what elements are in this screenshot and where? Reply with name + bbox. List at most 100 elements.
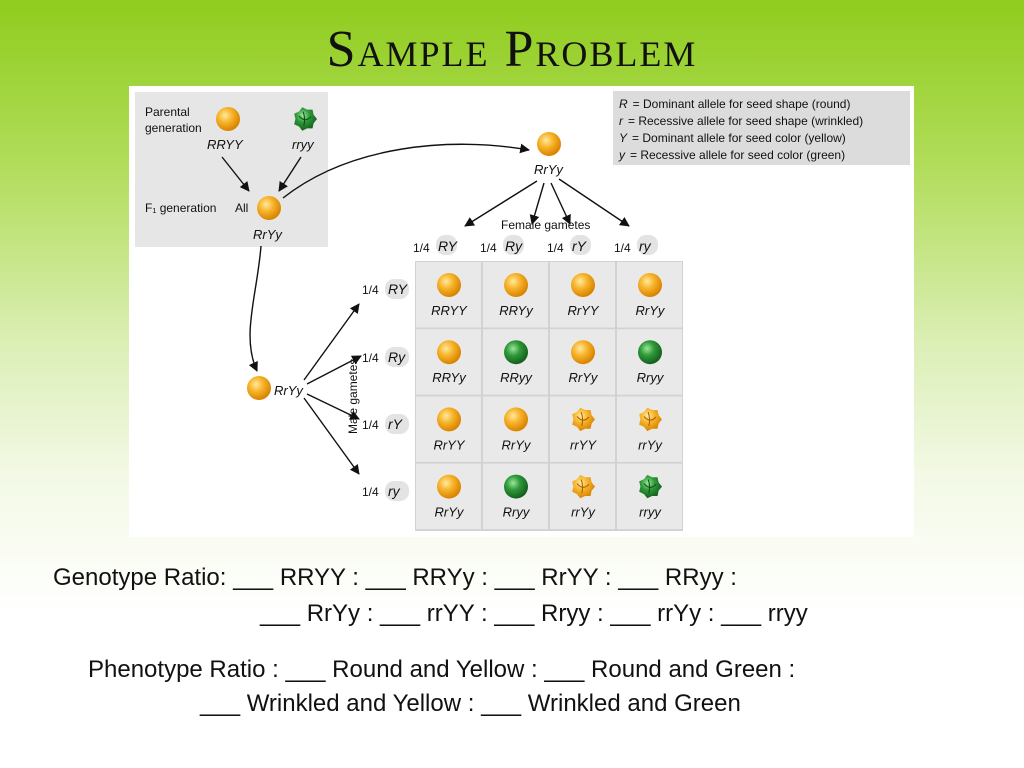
arrow-female-gamete-3 <box>550 182 571 225</box>
punnett-genotype: rrYy <box>571 505 596 520</box>
f1-all-label: All <box>235 201 248 215</box>
arrow-female-gamete-2 <box>529 182 545 225</box>
punnett-genotype: rrYy <box>638 437 663 452</box>
parental-label-line1: Parental <box>145 105 190 119</box>
key-row: r = Recessive allele for seed shape (wrin… <box>619 114 863 128</box>
genotype-ratio-line2: ___ RrYy : ___ rrYY : ___ Rryy : ___ rrY… <box>260 600 808 627</box>
key-symbol: y <box>618 148 626 162</box>
male-gamete-allele: RY <box>388 281 409 297</box>
seed-wrinkled-yellow <box>639 407 662 432</box>
male-gamete-fraction: 1/4 <box>362 485 379 499</box>
key-description: = Recessive allele for seed color (green… <box>630 148 845 162</box>
arrow-female-gamete-4 <box>558 178 630 227</box>
male-gamete-allele: Ry <box>388 349 406 365</box>
punnett-genotype: RRyy <box>500 370 533 385</box>
parent-seed-wrinkled-green <box>294 107 317 131</box>
punnett-genotype: Rryy <box>503 505 531 520</box>
punnett-cell: RRYY <box>416 262 481 328</box>
male-parent-seed <box>247 376 271 400</box>
seed-round-green <box>504 474 528 499</box>
female-gamete-bubble <box>503 235 524 255</box>
key-symbol: R <box>619 97 628 111</box>
f1-label: F₁ generation <box>145 201 216 215</box>
female-gamete-fraction: 1/4 <box>480 241 497 255</box>
key-row: y = Recessive allele for seed color (gree… <box>618 148 845 162</box>
key-row: R = Dominant allele for seed shape (round… <box>619 97 850 111</box>
arrow-f1-to-male <box>248 245 262 372</box>
seed-round-yellow <box>437 340 461 365</box>
seed-round-yellow <box>437 407 461 432</box>
male-gametes-label: Male gametes <box>346 359 360 434</box>
punnett-cell: rrYY <box>550 396 615 462</box>
punnett-genotype: RrYy <box>435 505 465 520</box>
punnett-genotype: RRYy <box>499 303 534 318</box>
parental-genotype-1: RRYY <box>207 137 244 152</box>
seed-round-green <box>504 340 528 365</box>
male-gamete-allele: ry <box>388 483 401 499</box>
punnett-cell: RRYy <box>416 329 481 395</box>
punnett-genotype: RRYy <box>432 370 467 385</box>
male-gamete-fraction: 1/4 <box>362 283 379 297</box>
punnett-genotype: rrYY <box>570 437 597 452</box>
seed-wrinkled-yellow <box>572 407 595 432</box>
f1-seed-round-yellow <box>257 196 281 220</box>
seed-round-yellow <box>638 273 662 297</box>
key-symbol: r <box>619 114 624 128</box>
female-gamete-allele: RY <box>438 238 459 254</box>
female-gamete-bubble <box>637 235 658 255</box>
punnett-cell: rryy <box>617 463 682 530</box>
female-parent-genotype: RrYy <box>534 162 564 177</box>
punnett-cell: Rryy <box>617 329 682 395</box>
female-gamete-allele: Ry <box>505 238 523 254</box>
punnett-cell: rrYy <box>617 396 682 462</box>
punnett-cell: rrYy <box>550 463 615 530</box>
arrow-f1-to-female <box>282 143 530 199</box>
dihybrid-cross-diagram: Parental generation RRYY rryy F₁ generat… <box>135 91 910 531</box>
parental-label-line2: generation <box>145 121 202 135</box>
arrow-male-gamete-1 <box>303 303 360 381</box>
punnett-cell: RrYy <box>416 463 481 530</box>
key-description: = Dominant allele for seed color (yellow… <box>632 131 846 145</box>
female-gamete-allele: rY <box>572 238 588 254</box>
punnett-genotype: RrYY <box>433 437 465 452</box>
key-row: Y = Dominant allele for seed color (yello… <box>619 131 846 145</box>
seed-round-yellow <box>504 407 528 432</box>
male-gamete-allele: rY <box>388 416 404 432</box>
female-gamete-allele: ry <box>639 238 652 254</box>
allele-key <box>613 91 910 165</box>
punnett-genotype: RrYY <box>567 303 599 318</box>
punnett-genotype: RrYy <box>502 437 532 452</box>
punnett-cell: RRyy <box>483 329 548 395</box>
punnett-genotype: RrYy <box>569 370 599 385</box>
female-gamete-fraction: 1/4 <box>547 241 564 255</box>
punnett-cell: RrYy <box>550 329 615 395</box>
arrow-parent1-to-f1 <box>221 156 250 192</box>
male-gamete-fraction: 1/4 <box>362 351 379 365</box>
seed-round-yellow <box>571 273 595 297</box>
genotype-ratio-line1: Genotype Ratio: ___ RRYY : ___ RRYy : __… <box>53 564 737 591</box>
male-gamete-bubble <box>385 279 409 299</box>
seed-wrinkled-green <box>639 474 662 499</box>
male-gamete-bubble <box>385 347 409 367</box>
female-gamete-fraction: 1/4 <box>413 241 430 255</box>
female-gamete-bubble <box>570 235 591 255</box>
seed-round-yellow <box>504 273 528 297</box>
key-description: = Dominant allele for seed shape (round) <box>633 97 851 111</box>
male-gamete-fraction: 1/4 <box>362 418 379 432</box>
arrow-male-gamete-2 <box>306 355 362 385</box>
key-description: = Recessive allele for seed shape (wrink… <box>628 114 863 128</box>
male-gamete-bubble <box>385 481 409 501</box>
arrow-male-gamete-4 <box>303 397 360 475</box>
male-parent-genotype: RrYy <box>274 383 304 398</box>
parent-seed-round-yellow <box>216 107 240 131</box>
female-gamete-fraction: 1/4 <box>614 241 631 255</box>
female-parent-seed <box>537 132 561 156</box>
punnett-cell: RRYy <box>483 262 548 328</box>
key-symbol: Y <box>619 131 628 145</box>
punnett-cell: RrYy <box>483 396 548 462</box>
punnett-genotype: RrYy <box>636 303 666 318</box>
arrow-male-gamete-3 <box>306 393 360 420</box>
dihybrid-cross-figure: Parental generation RRYY rryy F₁ generat… <box>129 86 914 537</box>
phenotype-ratio-line1: Phenotype Ratio : ___ Round and Yellow :… <box>88 656 796 683</box>
cross-arrows <box>221 143 630 475</box>
